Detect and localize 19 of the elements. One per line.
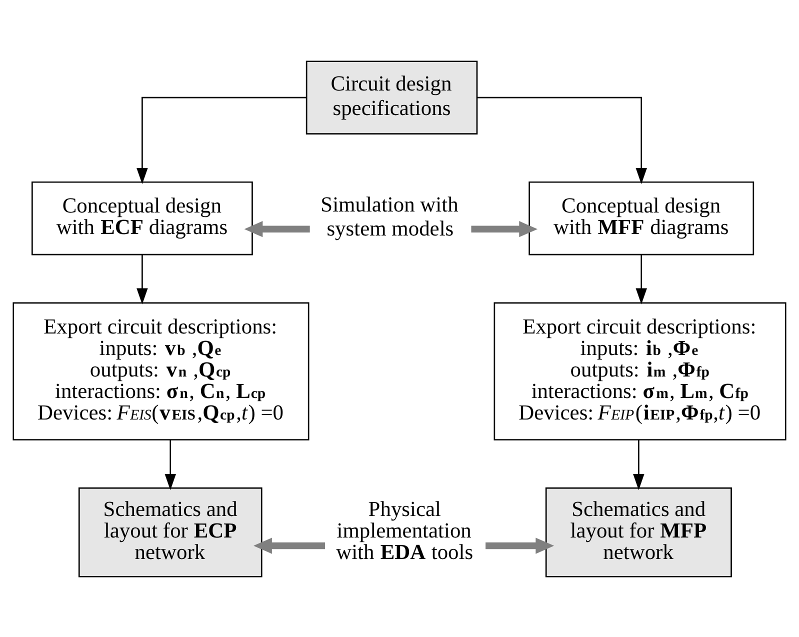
node-box: Conceptual design with MFF diagrams (528, 180, 754, 255)
arrow (254, 537, 326, 554)
arrow (486, 537, 554, 554)
arrow (636, 254, 647, 304)
arrow (633, 440, 644, 490)
node-box: Export circuit descriptions: inputs: vb ,Qe outputs: vn ,Qcp interactions: σn, Cn, Lcp Devices: FEIS(vEIS,Qcp,t) =0 (12, 302, 310, 440)
arrow (244, 220, 310, 237)
node-text: Simulation with system models (320, 192, 458, 240)
arrow (477, 96, 647, 184)
arrow (164, 440, 176, 490)
node-box: Conceptual design with ECF diagrams (32, 180, 253, 255)
arrow (136, 96, 306, 184)
node-box: Schematics and layout for MFP network (545, 486, 732, 577)
node-text: Physical implementation with EDA tools (336, 496, 474, 564)
node-box: Export circuit descriptions: inputs: ib ,Φe outputs: im ,Φfp interactions: σm, Lm, Cfp Devices: FEIP(iEIP,Φfp,t) =0 (494, 302, 786, 440)
arrow (471, 220, 538, 237)
node-box: Schematics and layout for ECP network (78, 486, 262, 577)
arrow (136, 254, 148, 304)
node-box: Circuit design specifications (306, 60, 478, 134)
